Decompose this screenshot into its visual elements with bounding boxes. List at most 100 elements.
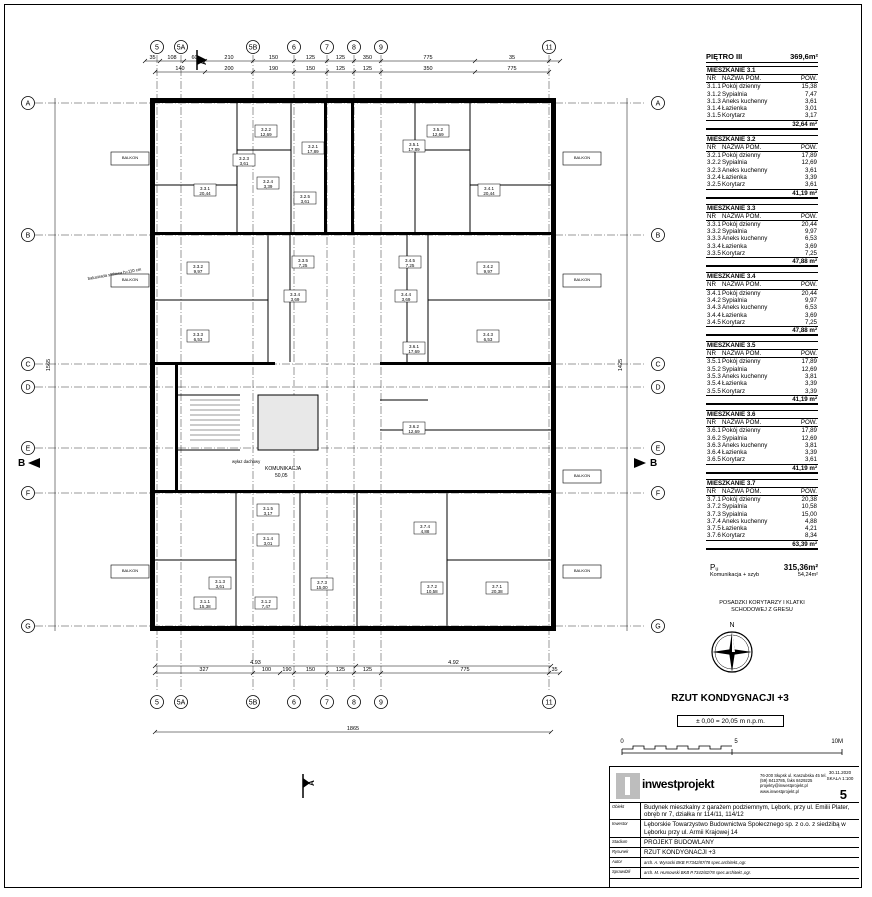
grid-row-left-circle (21, 486, 35, 500)
room-tag (394, 289, 418, 303)
room-number: 3.4.2 (483, 264, 494, 269)
balcony-label: BALKON (574, 277, 590, 282)
compass-north: N (729, 622, 734, 629)
room-number: 3.1.5 (263, 506, 274, 511)
apartment-title: MIESZKANIE 3.6 (706, 409, 818, 419)
interior-walls (110, 103, 602, 626)
dimension-bottom-outer: 190 (282, 667, 291, 673)
grid-col-bottom-circle (320, 695, 334, 709)
apartment-title: MIESZKANIE 3.2 (706, 134, 818, 144)
room-number: 3.3.1 (200, 186, 211, 191)
room-tag (193, 596, 217, 610)
room-tag (186, 329, 210, 343)
grid-col-top-circle (542, 40, 556, 54)
grid-row-left-circle (21, 228, 35, 242)
grid-col-top: 9 (379, 45, 383, 52)
company-address: 76-200 Słupsk ul. Kaszubska 45 tel.(59) … (760, 773, 827, 794)
room-area: 15,00 (316, 585, 328, 590)
grid-col-bottom: 11 (545, 700, 552, 707)
grid-row-right: F (656, 491, 660, 498)
grid-row-left: F (26, 491, 30, 498)
room-area: 3,61 (301, 199, 310, 204)
legend-floor: PIĘTRO III (706, 52, 743, 61)
grid-col-bottom: 8 (352, 700, 356, 707)
room-tag (232, 153, 256, 167)
grid-col-top-circle (374, 40, 388, 54)
plan-annotations: BALKONBALKONBALKONBALKONBALKONBALKONBALK… (18, 50, 657, 798)
grid-col-top: 7 (325, 45, 329, 52)
dimension-top-inner: 125 (336, 66, 345, 72)
grid-col-bottom-circle (246, 695, 260, 709)
roof-hatch-note: wyłaz dachowy (232, 459, 261, 464)
drawing-title: RZUT KONDYGNACJI +3 (671, 693, 789, 704)
room-area: 17,69 (408, 349, 420, 354)
grid-col-bottom-circle (174, 695, 188, 709)
room-number: 3.6.1 (409, 344, 420, 349)
room-number: 3.3.2 (193, 264, 204, 269)
room-number: 3.3.3 (193, 332, 204, 337)
scale-start: 0 (620, 739, 624, 745)
grid-col-top-circle (287, 40, 301, 54)
title-block: inwestprojekt 76-200 Słupsk ul. Kaszubsk… (609, 766, 859, 887)
grid-row-right: C (655, 362, 660, 369)
title-row-value: arch. M. Humowski BKB P.7342/82/78 spec.… (644, 870, 752, 876)
room-area: 3,61 (240, 161, 249, 166)
room-tag (476, 261, 500, 275)
logo-mark-icon (616, 773, 640, 799)
usable-value: 315,36m² (783, 563, 818, 572)
grid-row-right: G (655, 624, 660, 631)
section-arrow-right-icon (634, 458, 646, 468)
wall (150, 98, 155, 631)
room-tag (426, 124, 450, 138)
grid-row-left-circle (21, 96, 35, 110)
dimension-top-outer: 210 (224, 55, 233, 61)
room-area: 3,61 (216, 584, 225, 589)
dimension-tick (548, 663, 554, 669)
dimension-tick (351, 670, 357, 676)
staircase-area: 50,05 (275, 473, 288, 479)
room-tag (301, 141, 325, 155)
dimension-top-inner: 200 (224, 66, 233, 72)
grid-row-left: G (25, 624, 30, 631)
room-number: 3.3.4 (290, 292, 301, 297)
dimension-top-outer: 125 (306, 55, 315, 61)
usable-area: Pᵤ 315,36m² Komunikacja + szyb 54,24m² (710, 563, 818, 578)
wall (324, 103, 327, 232)
grid-row-left: D (25, 385, 30, 392)
room-tag (310, 577, 334, 591)
room-tag (398, 255, 422, 269)
dimension-left-total: 1565 (46, 359, 52, 371)
room-number: 3.6.2 (409, 424, 420, 429)
room-number: 3.7.3 (317, 580, 328, 585)
room-area: 3,69 (402, 297, 411, 302)
grid-row-left-circle (21, 619, 35, 633)
dimension-tick (472, 58, 478, 64)
legend-header: PIĘTRO III 369,6m² (706, 52, 818, 63)
elevator-shaft (257, 394, 319, 451)
grid-col-top: 11 (545, 45, 552, 52)
grid-row-left-circle (21, 357, 35, 371)
grid-row-right-circle (651, 380, 665, 394)
scale-mid: 5 (734, 739, 738, 745)
dimension-top-inner: 150 (306, 66, 315, 72)
dimension-tick (277, 670, 283, 676)
balcony-label: BALKON (122, 277, 138, 282)
